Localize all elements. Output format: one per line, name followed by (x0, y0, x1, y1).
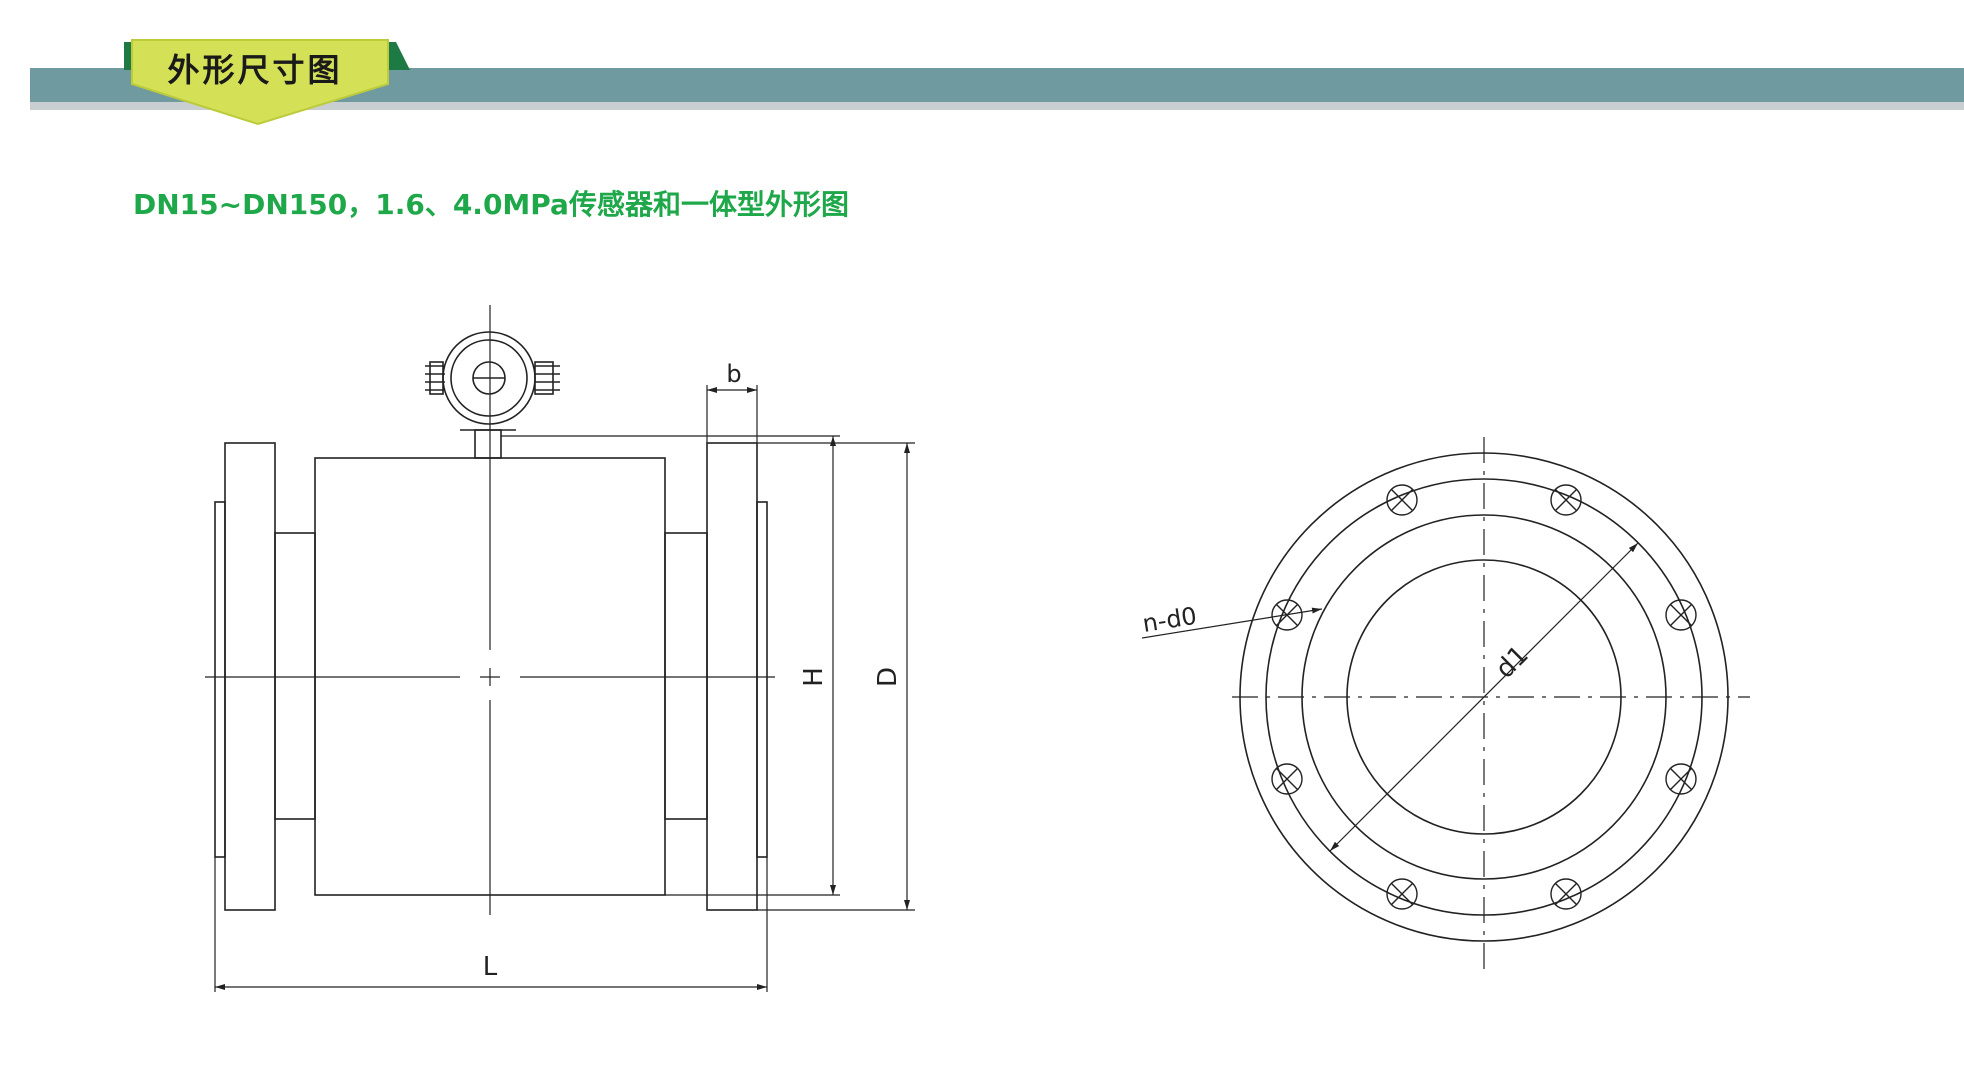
side-view-dimensions (214, 385, 915, 992)
left-flange-lip (214, 501, 226, 858)
header-band-shadow (30, 102, 1964, 110)
bolt-hole (1386, 878, 1418, 910)
section-title: 外形尺寸图 (167, 51, 343, 89)
side-view-centerlines (205, 305, 775, 915)
flange-centerlines (1232, 437, 1750, 975)
bolt-hole (1550, 484, 1582, 516)
left-neck (274, 532, 316, 820)
dim-d-label: D (873, 667, 903, 687)
dim-h-label: H (799, 667, 829, 687)
right-neck (664, 532, 708, 820)
n-d0-label: n-d0 (1141, 602, 1199, 638)
bolt-hole (1665, 599, 1697, 631)
right-flange-lip (756, 501, 768, 858)
dim-b-label: b (726, 360, 741, 388)
bolt-holes (1271, 484, 1697, 910)
d1-label: d1 (1490, 640, 1535, 685)
bolt-hole (1271, 763, 1303, 795)
n-d0-leader (1141, 607, 1323, 639)
d1-dimension-line (1329, 542, 1639, 852)
section-title-badge (124, 39, 410, 126)
diagram-subtitle: DN15~DN150，1.6、4.0MPa传感器和一体型外形图 (133, 188, 849, 221)
bolt-hole (1550, 878, 1582, 910)
side-view (214, 331, 768, 911)
bolt-hole (1386, 484, 1418, 516)
bolt-hole (1665, 763, 1697, 795)
converter-head (425, 331, 560, 425)
dim-l-label: L (483, 952, 498, 982)
converter-stem (474, 429, 502, 459)
